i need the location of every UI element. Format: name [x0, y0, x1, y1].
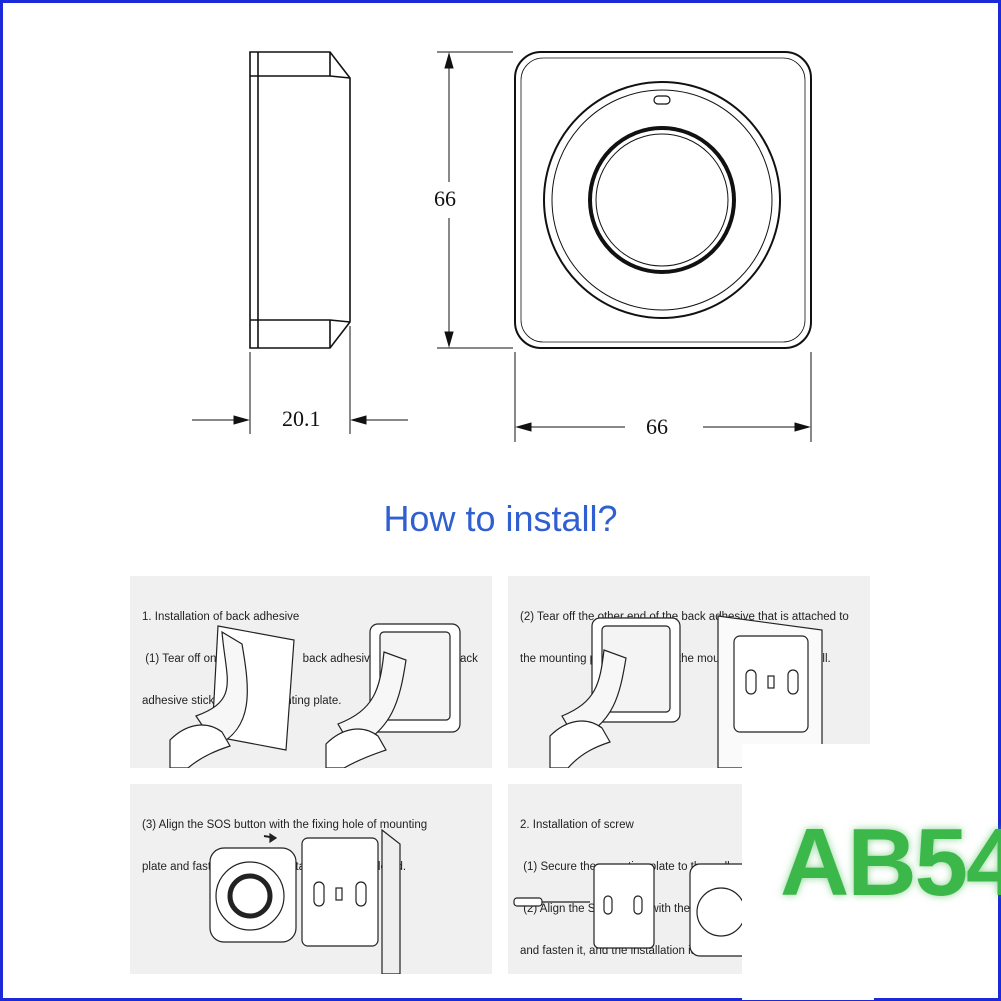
step-panel-2: (2) Tear off the other end of the back a… [508, 576, 870, 768]
screw-illustration-4 [513, 863, 753, 957]
step-panel-1: 1. Installation of back adhesive (1) Tea… [130, 576, 492, 768]
watermark-label: AB54 [780, 809, 1001, 916]
depth-dimension-label: 20.1 [276, 406, 327, 432]
step-4-line-1: 2. Installation of screw [520, 819, 634, 831]
front-view-drawing [437, 51, 812, 442]
install-heading: How to install? [383, 498, 618, 539]
step-panel-3: (3) Align the SOS button with the fixing… [130, 784, 492, 974]
step-1-line-1: 1. Installation of back adhesive [142, 611, 300, 623]
width-dimension-label: 66 [640, 414, 674, 440]
adhesive-illustration-1 [169, 623, 461, 768]
watermark-background-right [778, 760, 988, 972]
adhesive-illustration-2 [549, 615, 823, 768]
side-view-drawing [192, 51, 408, 434]
height-dimension-label: 66 [428, 186, 462, 212]
mounting-illustration-3 [209, 828, 401, 974]
step-3-line-1: (3) Align the SOS button with the fixing… [142, 819, 428, 831]
